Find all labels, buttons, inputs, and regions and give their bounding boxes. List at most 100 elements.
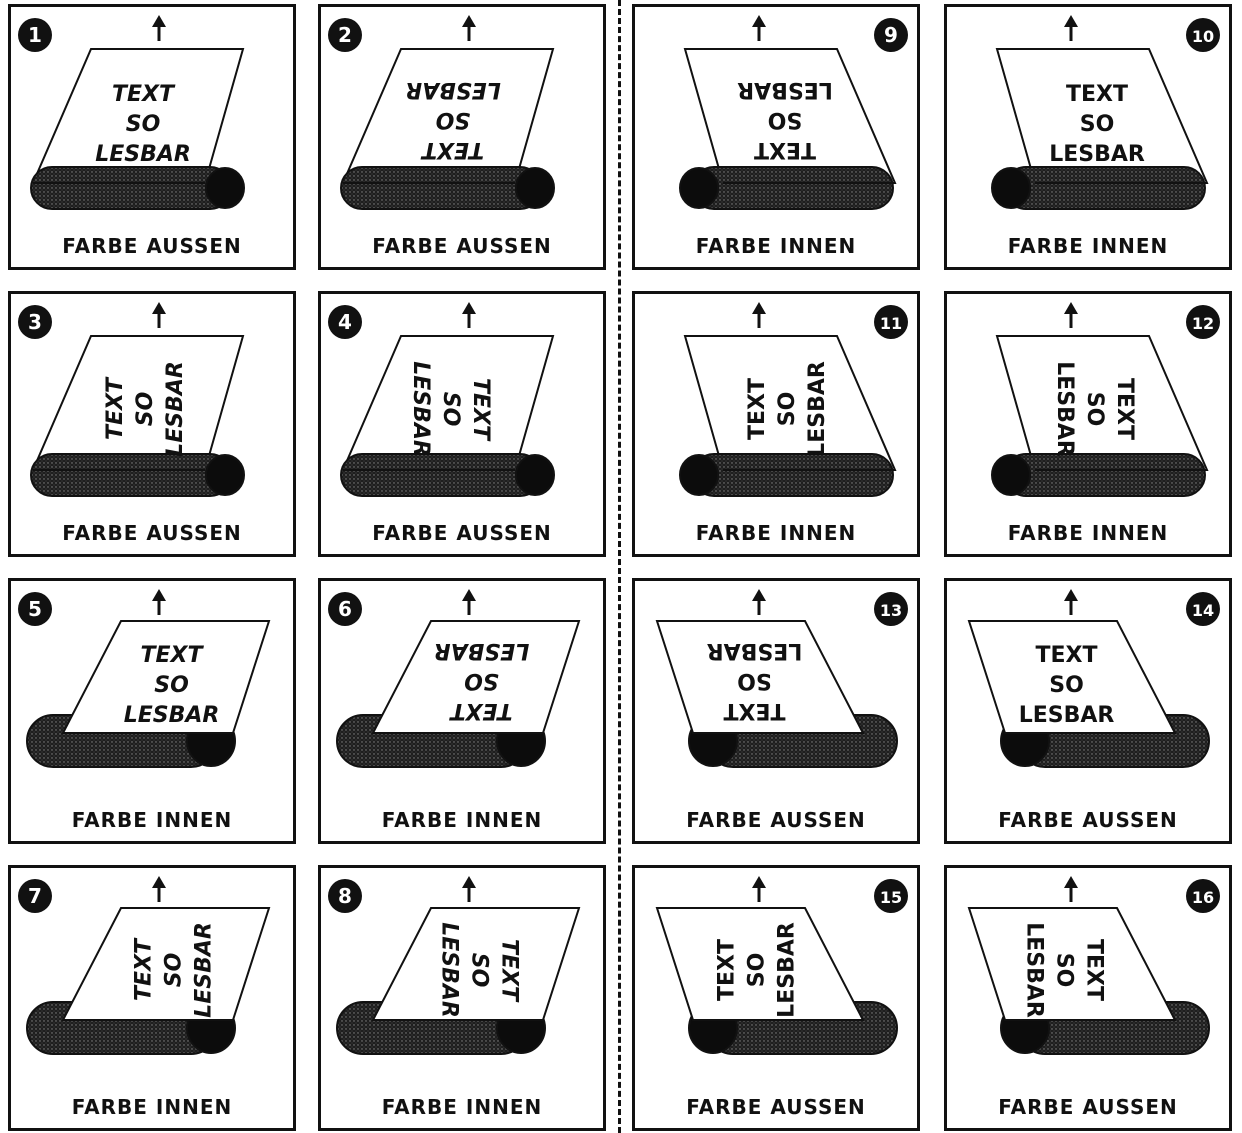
panel-caption: FARBE AUSSEN [998,808,1178,832]
panel-caption: FARBE INNEN [72,1095,232,1119]
label-text-line: LESBAR [124,703,220,728]
label-text-line: SO [162,953,187,988]
number-badge: 13 [874,592,908,626]
label-text-line: LESBAR [1022,922,1047,1018]
panel-caption: FARBE INNEN [696,234,856,258]
label-text-line: LESBAR [707,638,803,663]
label-text-line: SO [745,953,770,988]
winding-panel-11: TEXTSOLESBAR11FARBE INNEN [632,291,920,557]
number-badge: 11 [874,305,908,339]
label-text-line: TEXT [1035,643,1097,668]
label-text-line: TEXT [1112,378,1137,440]
label-text-line: TEXT [449,698,513,723]
winding-panel-6: TEXTSOLESBAR6FARBE INNEN [318,578,606,844]
panel-caption: FARBE INNEN [72,808,232,832]
label-roll [992,167,1205,209]
arrow-up-icon [462,302,476,328]
label-text-line: LESBAR [805,361,830,457]
panel-number: 14 [1192,601,1214,620]
label-text-line: SO [1082,392,1107,427]
number-badge: 3 [18,305,52,339]
panel-number: 5 [28,597,42,621]
label-text-line: SO [133,392,158,427]
dashed-divider [618,0,621,1133]
label-roll [341,454,554,496]
label-text-line: SO [768,107,803,132]
arrow-up-icon [752,302,766,328]
number-badge: 14 [1186,592,1220,626]
label-text-line: TEXT [103,376,128,440]
panel-number: 13 [880,601,902,620]
arrow-up-icon [152,15,166,41]
panel-caption: FARBE AUSSEN [372,234,552,258]
panel-caption: FARBE AUSSEN [686,1095,866,1119]
arrow-up-icon [152,876,166,902]
arrow-up-icon [462,589,476,615]
panel-caption: FARBE AUSSEN [998,1095,1178,1119]
number-badge: 15 [874,879,908,913]
arrow-up-icon [1064,15,1078,41]
arrow-up-icon [1064,589,1078,615]
panel-number: 3 [28,310,42,334]
arrow-up-icon [752,15,766,41]
panel-number: 10 [1192,27,1214,46]
panel-number: 16 [1192,888,1214,907]
panel-number: 7 [28,884,42,908]
label-text-line: LESBAR [775,922,800,1018]
label-text-line: SO [154,673,189,698]
label-text-line: TEXT [420,137,484,162]
label-text-line: LESBAR [1052,361,1077,457]
panel-number: 4 [338,310,352,334]
label-text-line: LESBAR [1049,142,1145,167]
label-text-line: LESBAR [437,922,462,1018]
label-text-line: LESBAR [1019,703,1115,728]
panel-caption: FARBE AUSSEN [62,234,242,258]
label-roll [31,454,244,496]
label-text-line: LESBAR [163,361,188,457]
panel-caption: FARBE INNEN [1008,521,1168,545]
label-text-line: LESBAR [434,638,530,663]
label-text-line: SO [464,668,499,693]
label-text-line: TEXT [112,82,176,107]
panel-caption: FARBE AUSSEN [62,521,242,545]
number-badge: 8 [328,879,362,913]
number-badge: 1 [18,18,52,52]
label-roll [992,454,1205,496]
panel-caption: FARBE INNEN [382,1095,542,1119]
label-text-line: LESBAR [408,361,433,457]
label-roll [680,167,893,209]
panel-illustration: TEXTSOLESBAR15FARBE AUSSEN [635,868,917,1128]
arrow-up-icon [1064,302,1078,328]
label-text-line: SO [1052,953,1077,988]
arrow-up-icon [462,876,476,902]
number-badge: 9 [874,18,908,52]
label-text-line: SO [1049,673,1084,698]
number-badge: 7 [18,879,52,913]
arrow-up-icon [152,589,166,615]
panel-number: 1 [28,23,42,47]
label-roll [31,167,244,209]
panel-number: 2 [338,23,352,47]
label-text-line: LESBAR [95,142,191,167]
panel-caption: FARBE INNEN [696,521,856,545]
panel-number: 11 [880,314,902,333]
label-roll [680,454,893,496]
label-text-line: TEXT [497,939,522,1003]
